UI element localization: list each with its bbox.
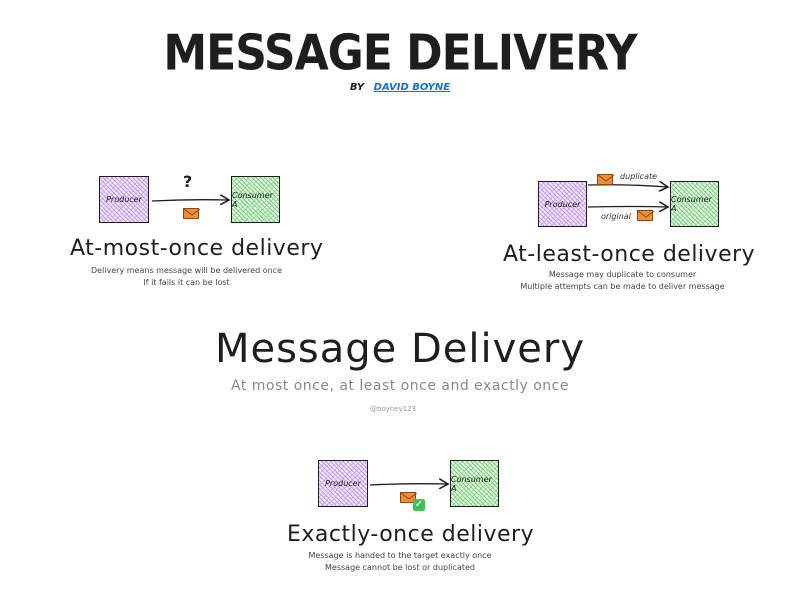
label-duplicate: duplicate <box>620 172 658 181</box>
caption-at-most-once: Delivery means message will be delivered… <box>70 265 303 289</box>
arrow-original <box>587 207 668 208</box>
consumer-label: Consumer A <box>451 474 492 493</box>
consumer-box-at-least-once: Consumer A <box>670 181 719 227</box>
caption-line-1: Delivery means message will be delivered… <box>91 266 282 275</box>
consumer-box-exactly-once: Consumer A <box>450 460 499 507</box>
producer-box-at-most-once: Producer <box>99 176 149 223</box>
arrow-at-most-once <box>151 200 229 201</box>
author-link[interactable]: DAVID BOYNE <box>373 82 451 93</box>
heading-at-most-once: At-most-once delivery <box>70 236 324 261</box>
producer-label: Producer <box>544 199 581 209</box>
arrow-exactly-once <box>369 484 448 485</box>
author-handle: @boyney123 <box>370 405 417 413</box>
producer-box-at-least-once: Producer <box>538 181 587 227</box>
envelope-icon <box>597 174 614 185</box>
caption-line-1: Message is handed to the target exactly … <box>308 551 492 560</box>
checkmark-icon: ✓ <box>413 499 425 511</box>
byline: BY DAVID BOYNE <box>0 82 800 93</box>
caption-line-2: Message cannot be lost or duplicated <box>325 563 475 572</box>
consumer-label: Consumer A <box>232 190 273 209</box>
producer-label: Producer <box>325 479 361 488</box>
caption-at-least-once: Message may duplicate to consumer Multip… <box>500 269 745 293</box>
producer-box-exactly-once: Producer <box>318 460 368 507</box>
envelope-icon <box>637 210 654 221</box>
center-subtitle: At most once, at least once and exactly … <box>231 378 569 394</box>
caption-line-2: Multiple attempts can be made to deliver… <box>520 282 725 291</box>
caption-exactly-once: Message is handed to the target exactly … <box>287 550 513 574</box>
center-title: Message Delivery <box>214 326 586 372</box>
byline-prefix: BY <box>349 82 365 93</box>
arrow-duplicate <box>587 185 668 187</box>
producer-label: Producer <box>106 195 142 204</box>
caption-line-1: Message may duplicate to consumer <box>548 270 697 279</box>
heading-at-least-once: At-least-once delivery <box>503 242 756 267</box>
question-mark: ? <box>183 172 193 191</box>
envelope-icon <box>183 208 200 219</box>
label-original: original <box>601 212 631 221</box>
consumer-box-at-most-once: Consumer A <box>231 176 280 223</box>
caption-line-2: If it fails it can be lost <box>143 278 230 287</box>
envelope-icon <box>400 492 417 503</box>
consumer-label: Consumer A <box>671 195 712 213</box>
page-title: MESSAGE DELIVERY <box>163 24 637 83</box>
heading-exactly-once: Exactly-once delivery <box>287 522 535 547</box>
